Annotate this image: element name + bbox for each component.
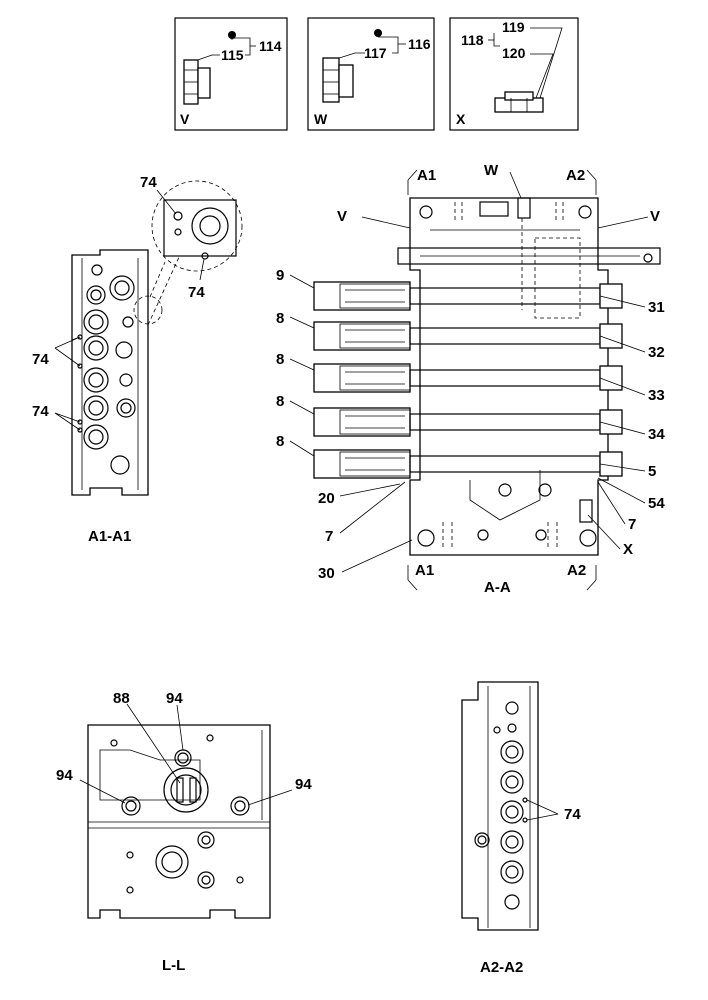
callout-118: 118 [461, 32, 484, 48]
callout-32: 32 [648, 344, 665, 361]
detail-w-letter: W [314, 111, 328, 127]
callout-115: 115 [221, 47, 244, 63]
callout-30: 30 [318, 565, 335, 582]
callout-7-left: 7 [325, 528, 333, 545]
callout-119: 119 [502, 19, 525, 35]
callout-w: W [484, 162, 499, 179]
callout-8-c: 8 [276, 393, 284, 410]
side-view-a1: 74 74 A1-A1 [32, 249, 181, 545]
main-view-a-a [397, 169, 661, 591]
section-mark-a1-top: A1 [417, 167, 436, 184]
callout-x: X [623, 541, 633, 558]
section-mark-a2-bottom: A2 [567, 562, 586, 579]
callout-74-detail-bottom: 74 [188, 284, 205, 301]
spool-5 [313, 449, 623, 479]
bottom-view-l-l: 88 94 94 94 L-L [56, 690, 312, 974]
callout-33: 33 [648, 387, 665, 404]
callout-31: 31 [648, 299, 665, 316]
callout-120: 120 [502, 45, 526, 61]
callout-74-detail-top: 74 [140, 174, 157, 191]
callout-94-left: 94 [56, 767, 73, 784]
detail-x-letter: X [456, 111, 466, 127]
callout-8-a: 8 [276, 310, 284, 327]
caption-a2-a2: A2-A2 [480, 959, 523, 976]
callout-94-right: 94 [295, 776, 312, 793]
callout-7-right: 7 [628, 516, 636, 533]
callout-v-left: V [337, 208, 347, 225]
detail-box-x: X 118 119 120 [449, 17, 579, 131]
section-mark-a2-top: A2 [566, 167, 585, 184]
callout-117: 117 [364, 45, 387, 61]
section-mark-a1-bottom: A1 [415, 562, 434, 579]
caption-a1-a1: A1-A1 [88, 528, 131, 545]
detail-v-letter: V [180, 111, 190, 127]
callout-116: 116 [408, 36, 431, 52]
callout-9: 9 [276, 267, 284, 284]
side-view-a2: 74 A2-A2 [461, 681, 581, 976]
main-view-leaders [289, 171, 649, 573]
callout-114: 114 [259, 38, 282, 54]
callout-74-a2: 74 [564, 806, 581, 823]
callout-8-b: 8 [276, 351, 284, 368]
callout-74-a1-upper: 74 [32, 351, 49, 368]
callout-8-d: 8 [276, 433, 284, 450]
callout-94-top: 94 [166, 690, 183, 707]
callout-54: 54 [648, 495, 665, 512]
caption-a-a: A-A [484, 579, 511, 596]
callout-v-right: V [650, 208, 660, 225]
magnified-detail: 74 74 [140, 174, 243, 301]
detail-box-w: W 116 117 [307, 17, 435, 131]
spool-1 [313, 281, 623, 311]
caption-l-l: L-L [162, 957, 185, 974]
callout-74-a1-lower: 74 [32, 403, 49, 420]
main-view-labels: A1 A2 A1 A2 A-A 9 8 8 8 8 20 7 30 31 32 … [276, 162, 665, 596]
callout-88: 88 [113, 690, 130, 707]
callout-34: 34 [648, 426, 665, 443]
detail-box-v: V 114 115 [174, 17, 288, 131]
callout-20: 20 [318, 490, 335, 507]
callout-5: 5 [648, 463, 656, 480]
